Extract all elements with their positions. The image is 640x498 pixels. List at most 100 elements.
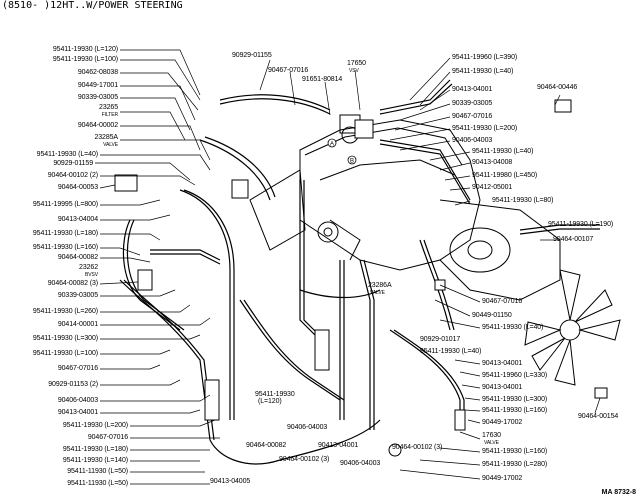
part-label: 90406-04003	[340, 460, 381, 467]
leader-lines	[95, 50, 600, 484]
part-label: 23286A	[368, 282, 392, 289]
part-label: 95411-19930 (L=100)	[32, 350, 98, 357]
part-label: 95411-19980 (L=450)	[472, 172, 538, 179]
part-label: 95411-19930 (L=40)	[472, 148, 534, 155]
marker-b: B	[350, 159, 354, 165]
part-label: 95411-19930 (L=200)	[452, 125, 518, 132]
part-label: 17650	[347, 60, 366, 67]
part-label: 90339-03005	[77, 94, 118, 101]
part-label: BVSV	[85, 272, 98, 278]
part-label: FILTER	[101, 112, 118, 118]
part-label: 95411-11930 (L=50)	[67, 468, 128, 475]
part-label: 95411-19930 (L=190)	[548, 221, 614, 228]
part-label: 90413-04008	[472, 159, 513, 166]
part-label: 95411-19930 (L=140)	[62, 457, 128, 464]
bvsv-component-2	[138, 270, 152, 290]
part-label: 90929-01159	[53, 160, 93, 167]
part-label: VALVE	[484, 440, 499, 446]
part-label: 90464-00002	[77, 122, 118, 129]
part-label: 90449-01150	[472, 312, 512, 319]
part-label: 95411-19960 (L=330)	[482, 372, 548, 379]
part-label: 90464-00082	[246, 442, 287, 449]
part-label: 90467-07016	[452, 113, 493, 120]
part-label: 90929-01017	[420, 336, 461, 343]
part-label: 95411-19930 (L=80)	[492, 197, 554, 204]
part-label: 90449-17001	[77, 82, 118, 89]
part-label: 90464-00053	[57, 184, 98, 191]
part-label: 95411-19930 (L=180)	[32, 230, 98, 237]
vent-component	[389, 444, 401, 456]
part-label: 95411-19930 (L=100)	[52, 56, 118, 63]
reference-code: MA 8732-8	[601, 489, 636, 496]
part-label: 90467-07016	[57, 365, 98, 372]
part-label: VSV	[349, 68, 359, 74]
part-label: 90929-01155	[232, 52, 272, 59]
part-label: 90339-03005	[452, 100, 493, 107]
part-label: 90462-08038	[77, 69, 118, 76]
part-label: 91651-80814	[302, 76, 343, 83]
diagram-header: (8510- )12HT..W/POWER STEERING	[2, 0, 183, 11]
part-label: 90467-07016	[87, 434, 128, 441]
part-label: 90464-00107	[553, 236, 594, 243]
part-label: 90413-04001	[452, 86, 493, 93]
part-label: 90929-01153 (2)	[48, 381, 98, 388]
part-label: 90413-04001	[318, 442, 359, 449]
part-label: 90464-00082 (3)	[47, 280, 98, 287]
vacuum-hoses	[120, 80, 600, 464]
part-label: 95411-19930 (L=40)	[420, 348, 482, 355]
part-label: 90413-04005	[210, 478, 251, 485]
part-label: 95411-19930 (L=280)	[482, 461, 548, 468]
part-label: 95411-19930 (L=160)	[482, 407, 548, 414]
part-label: 95411-19930 (L=40)	[482, 324, 544, 331]
part-label: VALVE	[370, 290, 385, 296]
part-label: 95411-19930 (L=40)	[452, 68, 514, 75]
part-label: 90414-00001	[57, 321, 98, 328]
part-label: VALVE	[103, 142, 118, 148]
part-label: 90464-00102 (2)	[47, 172, 98, 179]
part-label: 23265	[99, 104, 118, 111]
part-label: 90464-00082	[57, 254, 98, 261]
part-label: 95411-11930 (L=50)	[67, 480, 128, 487]
part-label: 90412-05001	[472, 184, 513, 191]
part-label: 90413-04004	[57, 216, 98, 223]
part-label: 90406-04003	[287, 424, 328, 431]
part-label: 90464-00102 (3)	[392, 444, 443, 451]
part-label: 90406-04003	[57, 397, 98, 404]
part-label: 90464-00102 (3)	[279, 456, 330, 463]
part-label: 90413-04001	[482, 360, 523, 367]
part-label: 95411-19930 (L=160)	[482, 448, 548, 455]
part-label: 90467-07016	[268, 67, 309, 74]
part-label: 90406-04003	[452, 137, 493, 144]
part-label: (L=120)	[258, 398, 282, 405]
part-label: 90449-17002	[482, 475, 523, 482]
part-label: 95411-19995 (L=800)	[32, 201, 98, 208]
filter-component	[232, 180, 248, 198]
part-label: 95411-19930 (L=160)	[32, 244, 98, 251]
part-label: 17630	[482, 432, 501, 439]
canister-component	[205, 380, 219, 420]
part-label: 90339-03005	[57, 292, 98, 299]
fitting-component	[555, 100, 571, 112]
part-label: 95411-19930 (L=40)	[36, 151, 98, 158]
marker-a: A	[330, 142, 334, 148]
part-label: 90464-00446	[537, 84, 578, 91]
canister-component-2	[315, 330, 329, 370]
part-label: 95411-19930 (L=120)	[52, 46, 118, 53]
part-label: 90449-17002	[482, 419, 523, 426]
cooling-fan	[525, 270, 620, 385]
valve-component	[455, 410, 465, 430]
part-label: 95411-19930 (L=300)	[32, 335, 98, 342]
fitting-component-2	[595, 388, 607, 398]
bvsv-component	[115, 175, 137, 191]
part-label: 95411-19960 (L=390)	[452, 54, 518, 61]
part-label: 90467-07016	[482, 298, 523, 305]
vsv-component	[355, 120, 373, 138]
part-label: 95411-19930 (L=200)	[62, 422, 128, 429]
part-label: 95411-19930 (L=300)	[482, 396, 548, 403]
part-label: 95411-19930 (L=180)	[62, 446, 128, 453]
part-label: 23262	[79, 264, 98, 271]
callout-markers: A B	[328, 139, 356, 165]
part-label: 95411-19930 (L=260)	[32, 308, 98, 315]
part-label: 23285A	[94, 134, 118, 141]
